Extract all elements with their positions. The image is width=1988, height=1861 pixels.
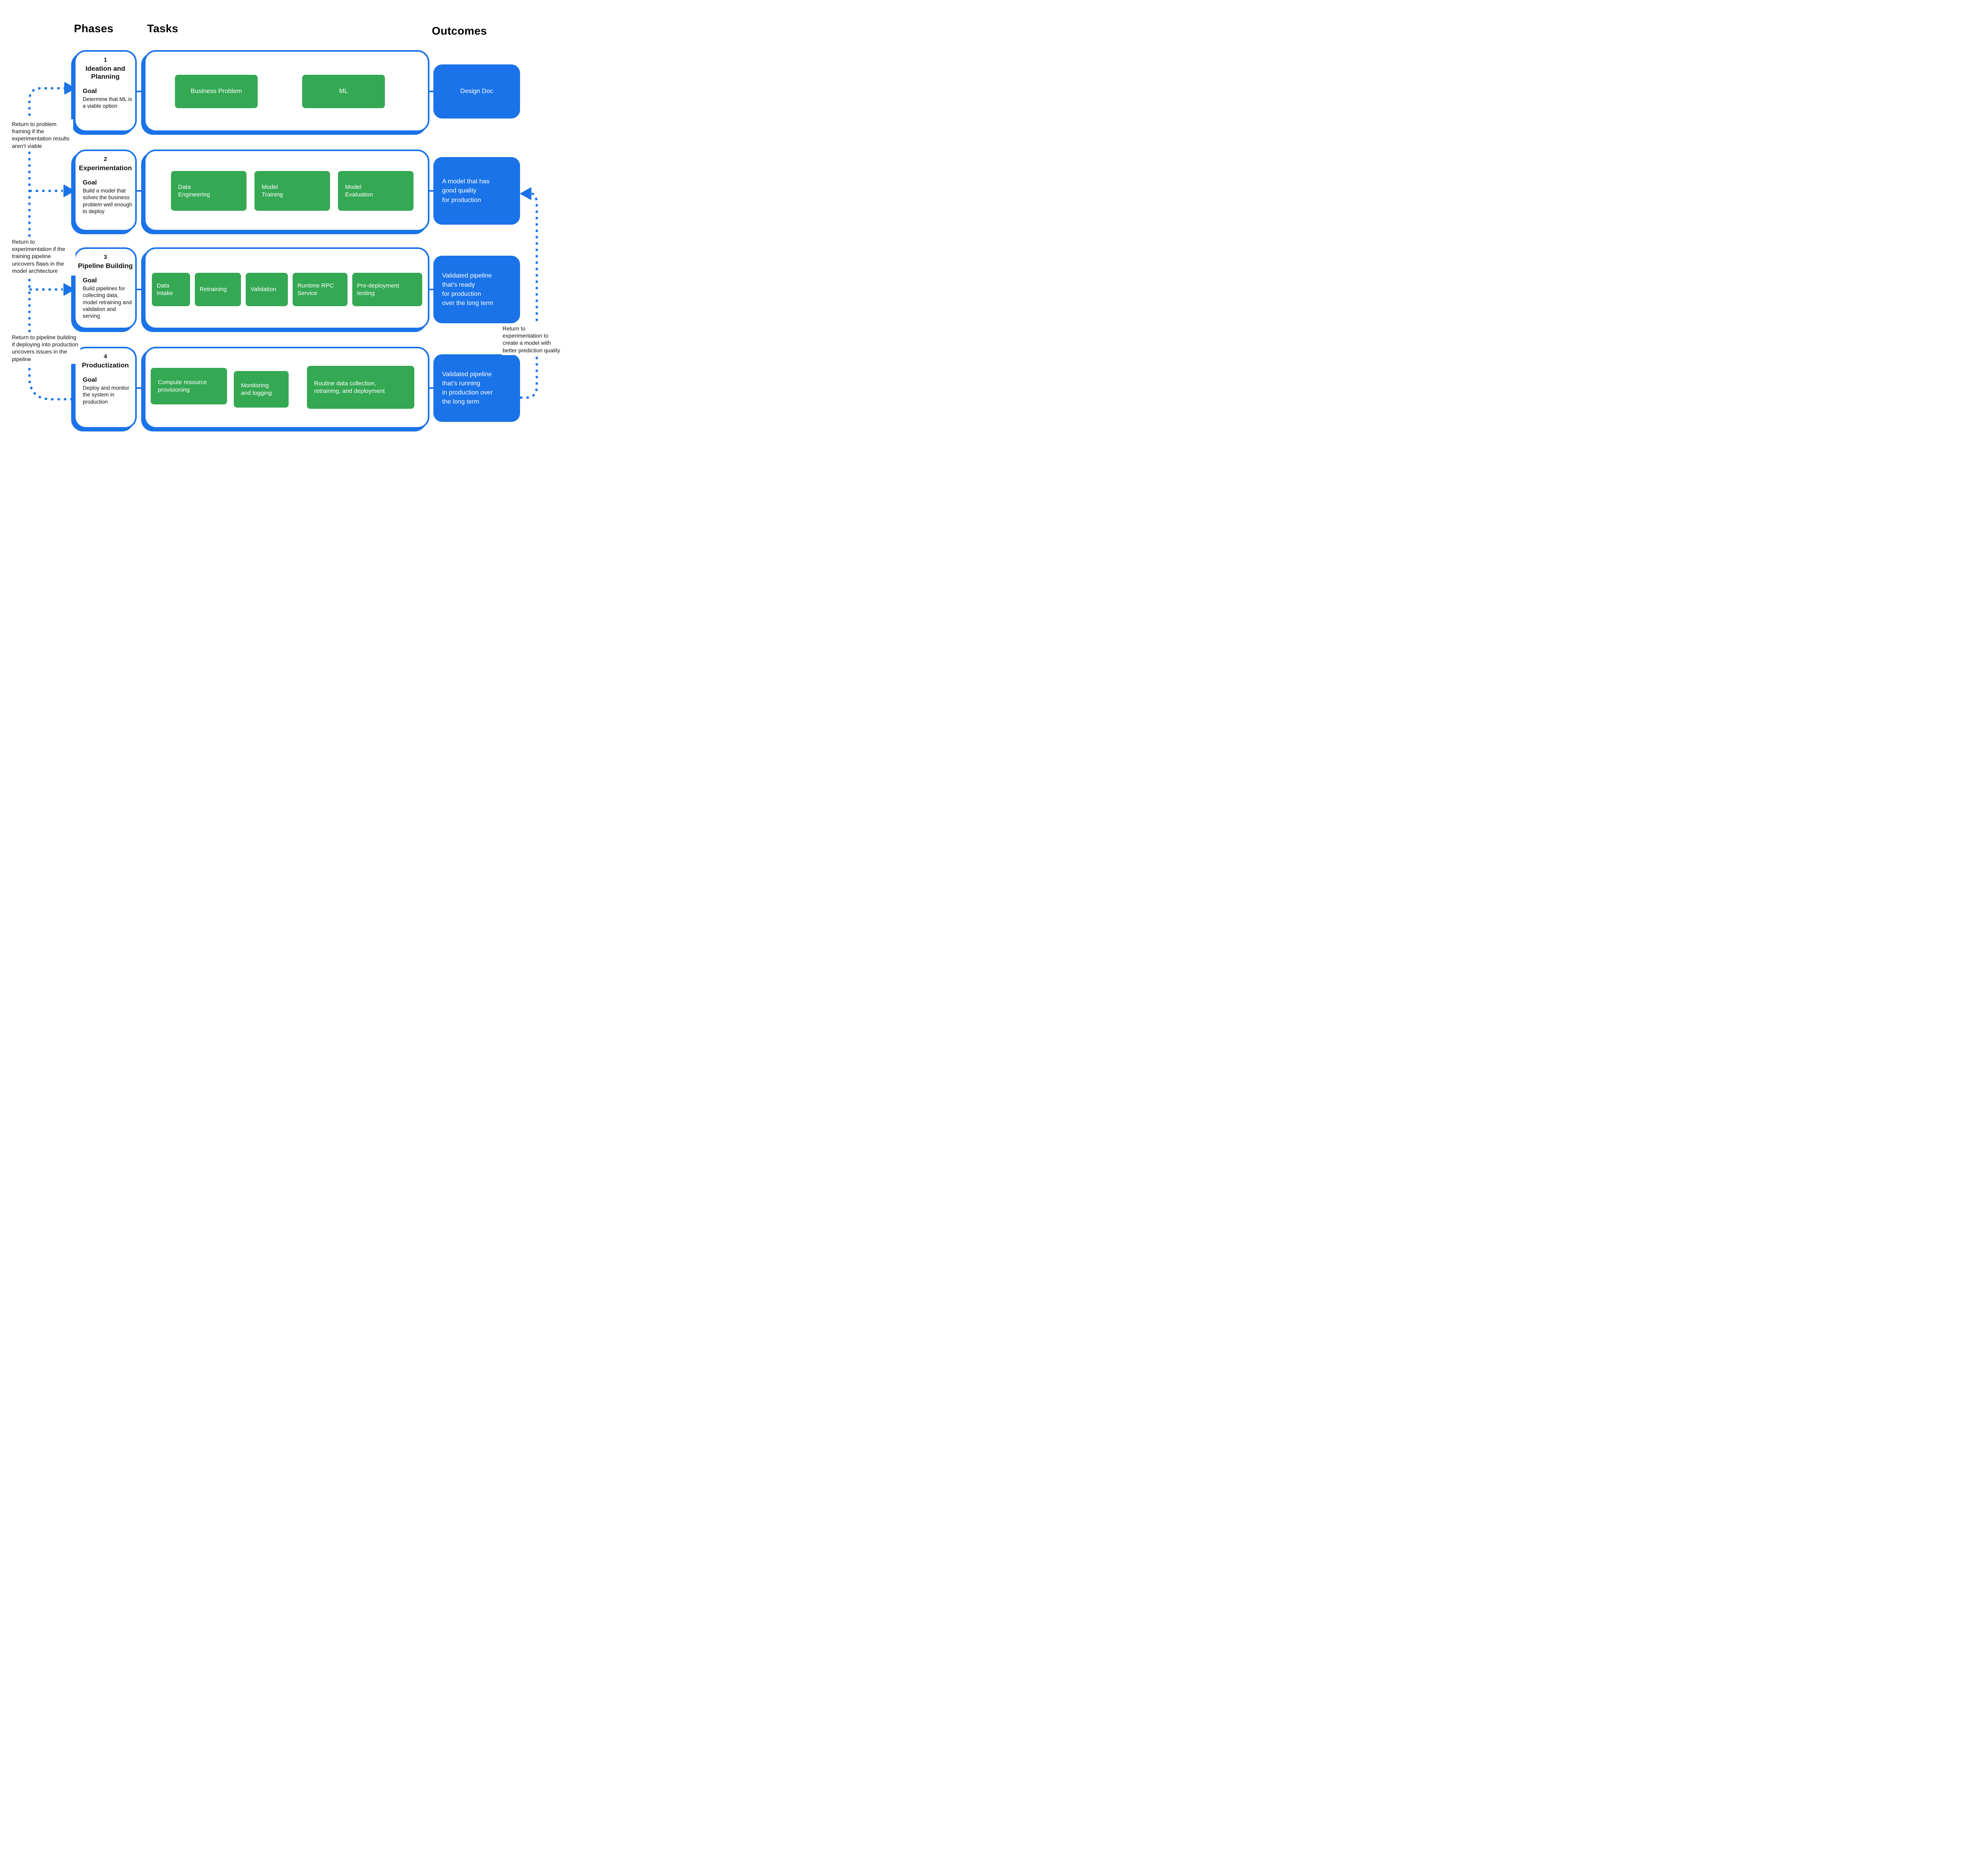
task-business-problem: Business Problem [175, 75, 258, 108]
feedback-arrowhead-right [520, 187, 532, 200]
note-return-to-experimentation-right: Return to experimentation to create a mo… [502, 324, 563, 355]
outcome-validated-pipeline-running: Validated pipeline that’s running in pro… [433, 354, 520, 422]
task-model-evaluation: Model Evaluation [338, 171, 414, 211]
goal-label: Goal [83, 277, 97, 284]
mlops-phases-diagram: Phases Tasks Outcomes 1 Ideation and Pla… [0, 0, 564, 465]
phase-title: Experimentation [79, 164, 132, 172]
task-data-engineering: Data Engineering [171, 171, 247, 211]
phase-title: Pipeline Building [78, 262, 133, 270]
phase-card-pipeline-building: 3 Pipeline Building Goal Build pipelines… [74, 247, 137, 329]
goal-text: Deploy and monitor the system in product… [83, 385, 130, 405]
outcome-validated-pipeline-ready: Validated pipeline that’s ready for prod… [433, 256, 520, 323]
task-ml: ML [302, 75, 385, 108]
task-monitoring-and-logging: Monitoring and logging [234, 371, 289, 408]
phase-number: 1 [103, 56, 107, 63]
outcome-design-doc: Design Doc [433, 64, 520, 118]
phase-number: 3 [103, 254, 107, 260]
column-header-outcomes: Outcomes [432, 25, 487, 37]
feedback-dashed-right [520, 192, 538, 399]
goal-text: Build a model that solves the business p… [83, 188, 132, 214]
phase-card-ideation: 1 Ideation and Planning Goal Determine t… [74, 50, 137, 132]
phase-number: 4 [103, 353, 107, 360]
goal-label: Goal [83, 179, 97, 186]
goal-label: Goal [83, 377, 97, 384]
phase-title: Productization [82, 361, 129, 369]
note-return-to-problem-framing: Return to problem framing if the experim… [11, 119, 73, 151]
task-validation: Validation [246, 273, 288, 306]
goal-text: Determine that ML is a viable option [83, 96, 132, 109]
note-return-to-experimentation-left: Return to experimentation if the trainin… [11, 237, 76, 276]
feedback-arrowheads-left [63, 82, 76, 296]
phase-card-experimentation: 2 Experimentation Goal Build a model tha… [74, 150, 137, 231]
task-runtime-rpc-service: Runtime RPC Service [293, 273, 348, 306]
outcome-model-good-quality: A model that has good quality for produc… [433, 157, 520, 225]
task-routine-data-collection: Routine data collection, retraining, and… [307, 366, 414, 409]
phase-title: Ideation and Planning [85, 65, 126, 81]
column-header-tasks: Tasks [147, 22, 179, 35]
goal-label: Goal [83, 88, 97, 95]
feedback-dashed-left [28, 87, 73, 400]
task-pre-deployment-testing: Pre-deployment testing [352, 273, 422, 306]
task-data-intake: Data Intake [152, 273, 190, 306]
phase-card-productization: 4 Productization Goal Deploy and monitor… [74, 347, 137, 429]
task-model-training: Model Training [254, 171, 330, 211]
column-header-phases: Phases [74, 22, 114, 35]
task-compute-resource-provisioning: Compute resource provisioning [151, 368, 227, 404]
task-retraining: Retraining [195, 273, 241, 306]
note-return-to-pipeline-building: Return to pipeline building if deploying… [11, 332, 80, 364]
green-connector-lines [225, 90, 340, 389]
goal-text: Build pipelines for collecting data, mod… [83, 286, 132, 319]
phase-number: 2 [103, 156, 107, 163]
blue-connector-lines [134, 91, 436, 389]
